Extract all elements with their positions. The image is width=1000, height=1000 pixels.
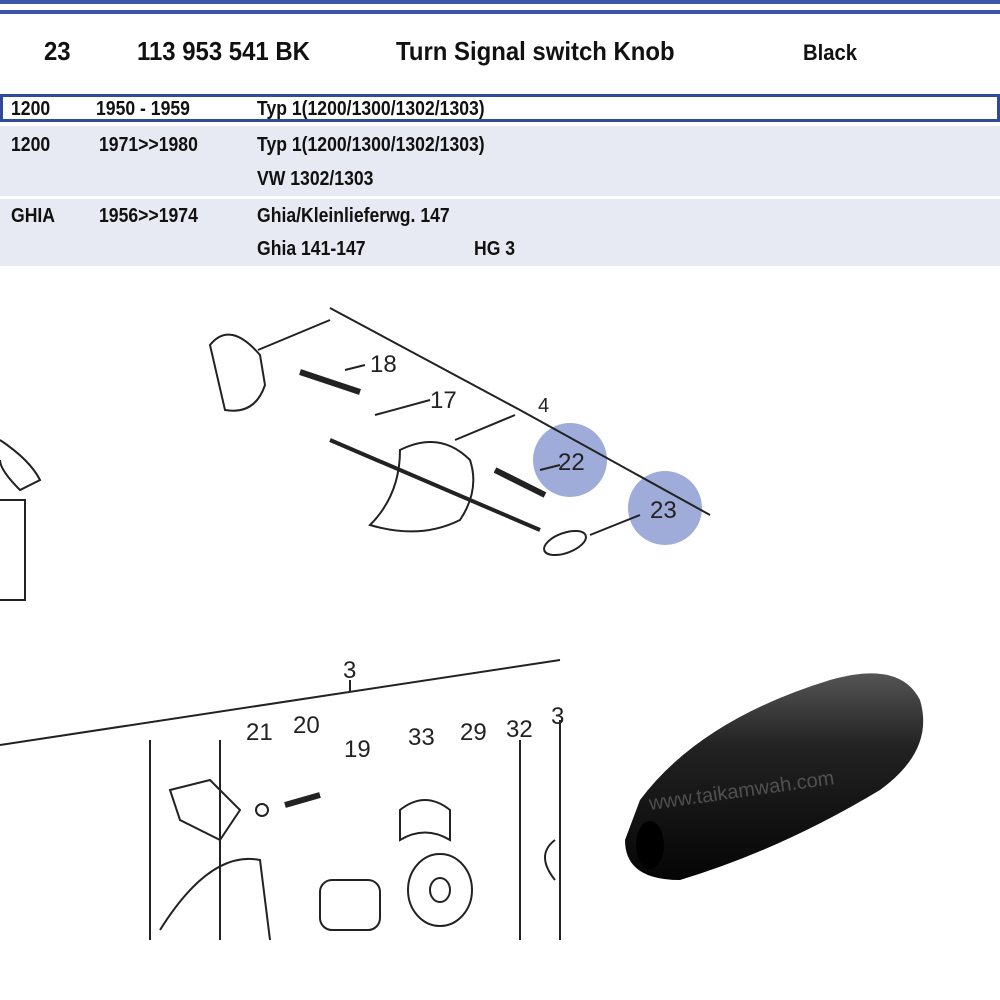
- callout-33: 33: [408, 724, 435, 751]
- cam-17: [368, 441, 475, 533]
- callout-4: 4: [538, 395, 549, 417]
- part-33: [399, 799, 451, 842]
- application: Ghia 141-147: [257, 238, 366, 260]
- top-border: [0, 0, 1000, 4]
- table-row[interactable]: 1200 1950 - 1959 Typ 1(1200/1300/1302/13…: [0, 94, 1000, 122]
- left-part: [0, 439, 42, 601]
- application: Ghia/Kleinlieferwg. 147: [257, 205, 450, 227]
- group-code: HG 3: [474, 238, 516, 260]
- part-19: [319, 879, 381, 931]
- leader-line: [344, 364, 641, 536]
- item-number: 23: [44, 36, 71, 66]
- clamp-part: [208, 333, 267, 412]
- callout-17: 17: [430, 387, 457, 414]
- callout-3: 3: [343, 657, 356, 684]
- years: 1971>>1980: [99, 134, 198, 156]
- part-29: [407, 853, 473, 927]
- part-32: [519, 720, 561, 940]
- bracket-part: [168, 778, 242, 842]
- bracket-4: [329, 307, 711, 516]
- highlight-22: [533, 423, 607, 497]
- callout-18: 18: [370, 351, 397, 378]
- housing-part: [159, 857, 271, 941]
- top-border: [0, 10, 1000, 14]
- model: 1200: [11, 98, 51, 120]
- model: 1200: [11, 134, 51, 156]
- knob-23: [543, 529, 587, 557]
- years: 1956>>1974: [99, 205, 198, 227]
- washer-21: [255, 803, 269, 817]
- application: VW 1302/1303: [257, 168, 374, 190]
- callout-labels: 18 17 4 22 23 3 21 20 19 33 29 32 3: [246, 351, 677, 763]
- part-number: 113 953 541 BK: [137, 36, 310, 66]
- part-description: Turn Signal switch Knob: [396, 36, 675, 66]
- part-color: Black: [803, 40, 858, 65]
- callout-3: 3: [551, 703, 564, 730]
- callout-19: 19: [344, 736, 371, 763]
- screw-22: [493, 467, 547, 498]
- callout-23: 23: [650, 497, 677, 524]
- shaft: [329, 438, 541, 532]
- screw-18: [299, 369, 361, 395]
- table-row[interactable]: 1200 1971>>1980 Typ 1(1200/1300/1302/130…: [0, 126, 1000, 196]
- callout-21: 21: [246, 719, 273, 746]
- leader-line: [257, 319, 331, 351]
- table-row[interactable]: GHIA 1956>>1974 Ghia/Kleinlieferwg. 147 …: [0, 199, 1000, 266]
- knob-photo: www.taikamwah.com: [625, 673, 924, 880]
- screw-20: [284, 792, 321, 808]
- callout-32: 32: [506, 716, 533, 743]
- model: GHIA: [11, 205, 55, 227]
- leader-line: [149, 740, 221, 940]
- application: Typ 1(1200/1300/1302/1303): [257, 134, 485, 156]
- highlight-23: [628, 471, 702, 545]
- knob-body: [625, 673, 924, 880]
- bracket-3: [0, 659, 561, 746]
- application: Typ 1(1200/1300/1302/1303): [257, 98, 485, 120]
- years: 1950 - 1959: [96, 98, 190, 120]
- callout-29: 29: [460, 719, 487, 746]
- part-29-hole: [429, 877, 451, 903]
- callout-20: 20: [293, 712, 320, 739]
- knob-hole: [636, 821, 664, 869]
- callout-22: 22: [558, 449, 585, 476]
